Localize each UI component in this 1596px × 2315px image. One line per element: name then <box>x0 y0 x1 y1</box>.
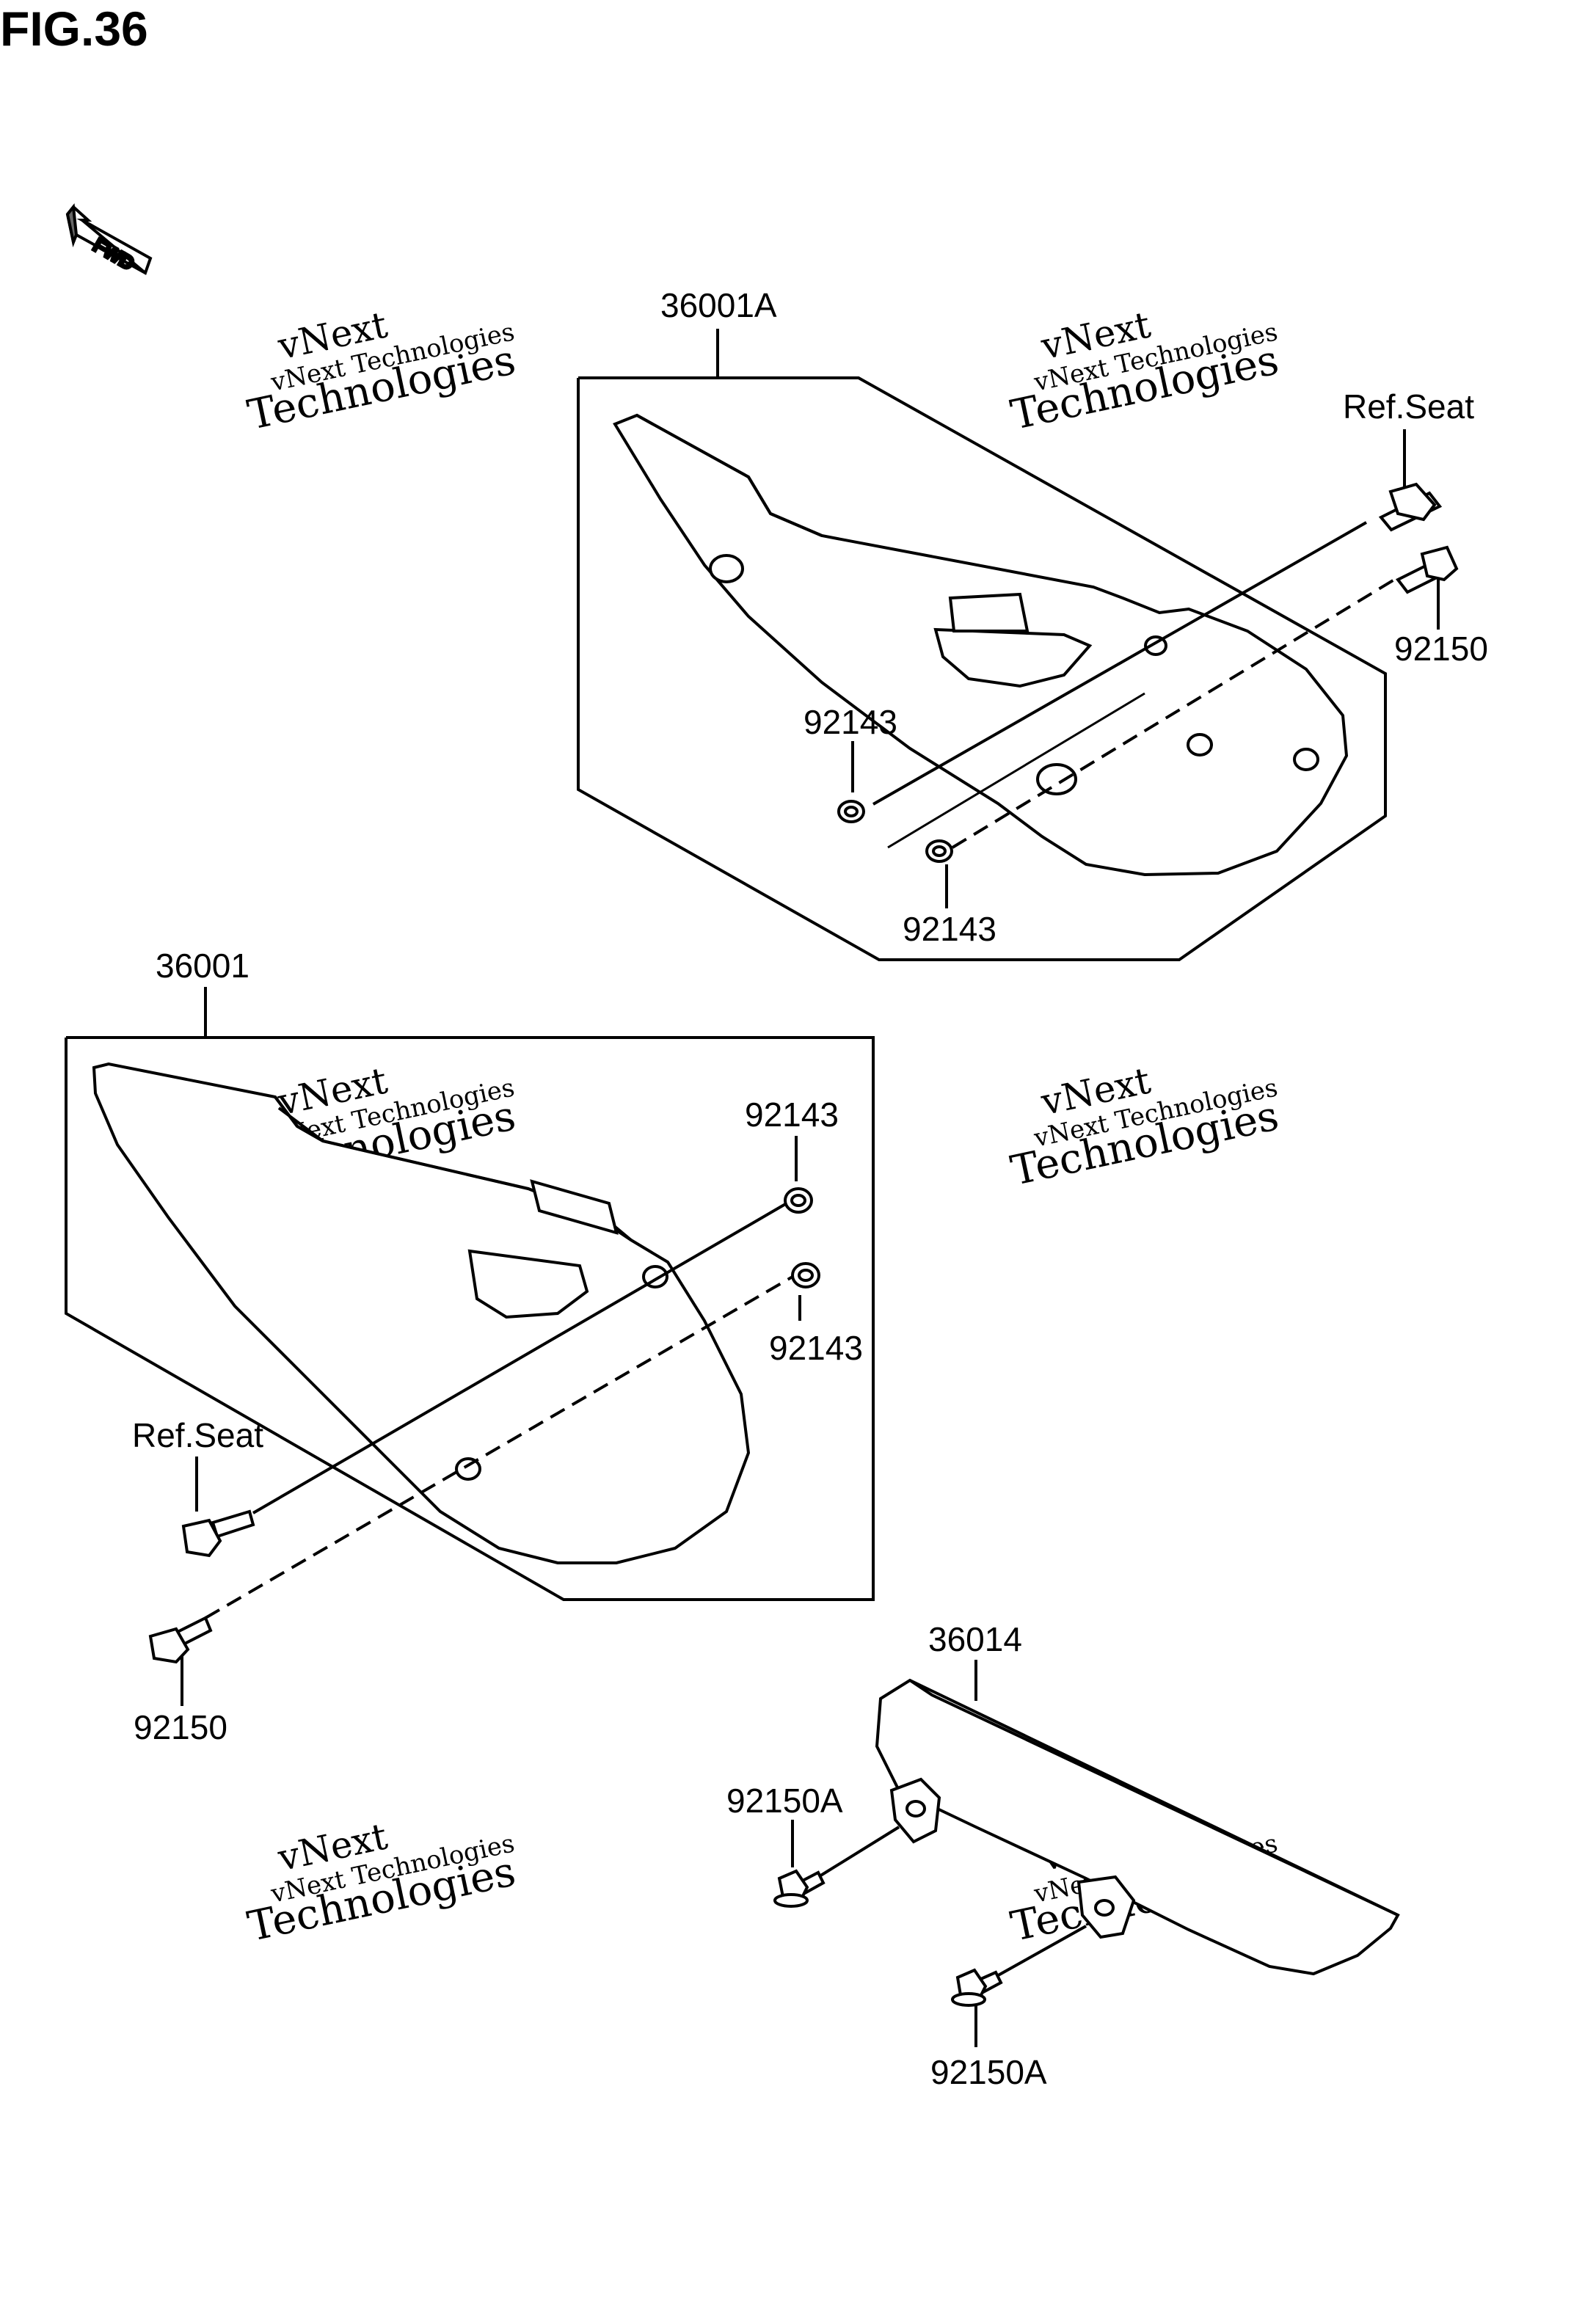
cover-edge <box>636 414 823 537</box>
fwd-arrow-icon: FWD <box>65 203 153 276</box>
label-92150A-lower: 92150A <box>930 2053 1047 2091</box>
figure-title: FIG.36 <box>0 1 148 56</box>
washer-hole <box>844 806 859 817</box>
label-ref-seat-mid: Ref.Seat <box>132 1416 263 1454</box>
mount-line-dashed <box>204 1275 794 1619</box>
group-outline-36001 <box>65 1036 875 1601</box>
mount-line <box>252 1202 788 1514</box>
cover-hole <box>1187 733 1213 757</box>
guard-edge <box>908 1679 1399 1917</box>
label-36001: 36001 <box>156 947 249 985</box>
mount-line-dashed <box>951 578 1396 849</box>
group-outline-36001A <box>577 376 1387 961</box>
bolt-ref-seat-icon <box>181 1509 255 1558</box>
bolt-ref-seat-icon <box>1378 482 1443 532</box>
washer-92143 <box>837 800 865 823</box>
label-36001A: 36001A <box>660 286 777 324</box>
group-36001 <box>65 987 875 1706</box>
bolt-92150-icon <box>1395 545 1459 594</box>
label-92143-top-lower: 92143 <box>903 910 996 948</box>
mount-line <box>887 692 1145 849</box>
group-36001A <box>577 329 1459 961</box>
label-92143-mid-upper: 92143 <box>745 1095 839 1134</box>
washer-hole <box>932 845 947 857</box>
label-92150-mid: 92150 <box>134 1708 227 1746</box>
mount-line <box>994 1925 1087 1979</box>
cover-boss <box>709 554 744 583</box>
cover-vent-tab <box>948 592 1030 632</box>
chain-guard-36014 <box>875 1678 1400 1976</box>
guard-hole <box>906 1800 926 1818</box>
label-92143-mid-lower: 92143 <box>769 1329 863 1367</box>
bolt-92150-icon <box>148 1616 213 1664</box>
washer-hole <box>790 1194 806 1207</box>
flange-bolt-92150A-icon <box>951 1968 1003 2007</box>
cover-hole <box>1293 748 1319 771</box>
washer-92143 <box>784 1187 813 1214</box>
cover-vent-tab <box>530 1179 619 1235</box>
cover-inner-edge <box>116 1144 442 1513</box>
cover-boss <box>1036 763 1077 795</box>
washer-92143 <box>791 1262 820 1288</box>
washer-hole <box>798 1269 814 1282</box>
label-92150-top: 92150 <box>1394 630 1488 668</box>
cover-hole <box>455 1457 481 1481</box>
mount-line <box>872 521 1367 806</box>
label-ref-seat-top: Ref.Seat <box>1343 387 1474 426</box>
label-36014: 36014 <box>928 1620 1022 1658</box>
label-92143-top-upper: 92143 <box>804 703 897 741</box>
flange-bolt-92150A-icon <box>773 1869 826 1908</box>
mount-line <box>815 1826 900 1880</box>
washer-92143 <box>925 839 953 863</box>
cover-vent <box>467 1249 589 1319</box>
cover-vent <box>933 627 1093 688</box>
label-92150A-upper: 92150A <box>726 1782 843 1820</box>
guard-hole <box>1094 1899 1115 1917</box>
cover-edge <box>277 1107 324 1142</box>
group-36014 <box>773 1660 1400 2047</box>
